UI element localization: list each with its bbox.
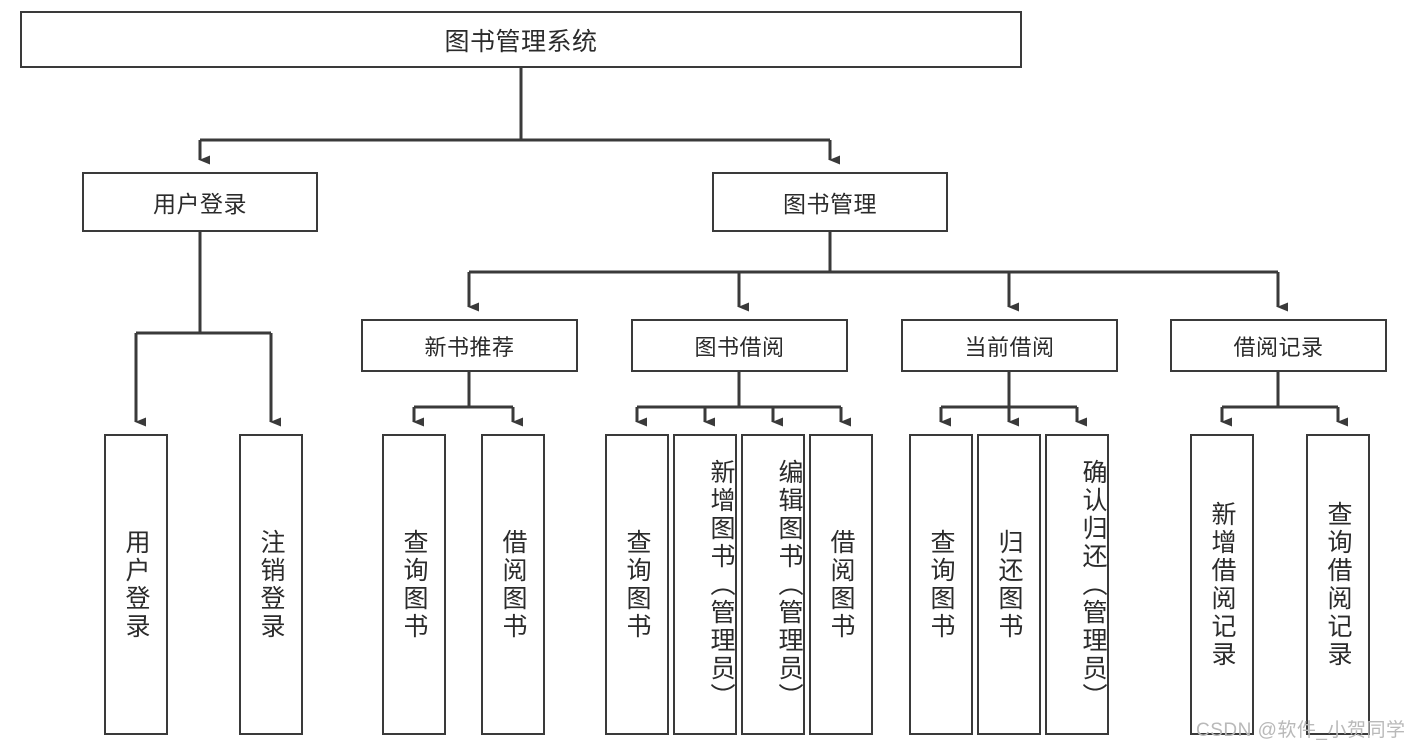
leaf-user-login-logout[interactable]: 注销登录 — [239, 434, 303, 735]
node-current-borrow[interactable]: 当前借阅 — [901, 319, 1118, 372]
leaf-current-return-book[interactable]: 归还图书 — [977, 434, 1041, 735]
leaf-record-add-borrow-record[interactable]: 新增借阅记录 — [1190, 434, 1254, 735]
leaf-borrow-add-book-admin[interactable]: 新增图书（管理员） — [673, 434, 737, 735]
node-user-login[interactable]: 用户登录 — [82, 172, 318, 232]
node-book-borrow[interactable]: 图书借阅 — [631, 319, 848, 372]
leaf-current-confirm-return-admin[interactable]: 确认归还（管理员） — [1045, 434, 1109, 735]
leaf-recommend-borrow-book[interactable]: 借阅图书 — [481, 434, 545, 735]
leaf-user-login-login[interactable]: 用户登录 — [104, 434, 168, 735]
leaf-record-query-borrow-record[interactable]: 查询借阅记录 — [1306, 434, 1370, 735]
leaf-borrow-edit-book-admin[interactable]: 编辑图书（管理员） — [741, 434, 805, 735]
node-borrow-record[interactable]: 借阅记录 — [1170, 319, 1387, 372]
node-book-management[interactable]: 图书管理 — [712, 172, 948, 232]
leaf-recommend-query-book[interactable]: 查询图书 — [382, 434, 446, 735]
node-new-book-recommend[interactable]: 新书推荐 — [361, 319, 578, 372]
leaf-borrow-borrow-book[interactable]: 借阅图书 — [809, 434, 873, 735]
leaf-current-query-book[interactable]: 查询图书 — [909, 434, 973, 735]
csdn-watermark: CSDN @软件_小贺同学 — [1196, 720, 1405, 741]
leaf-borrow-query-book[interactable]: 查询图书 — [605, 434, 669, 735]
node-root-book-management-system[interactable]: 图书管理系统 — [20, 11, 1022, 68]
